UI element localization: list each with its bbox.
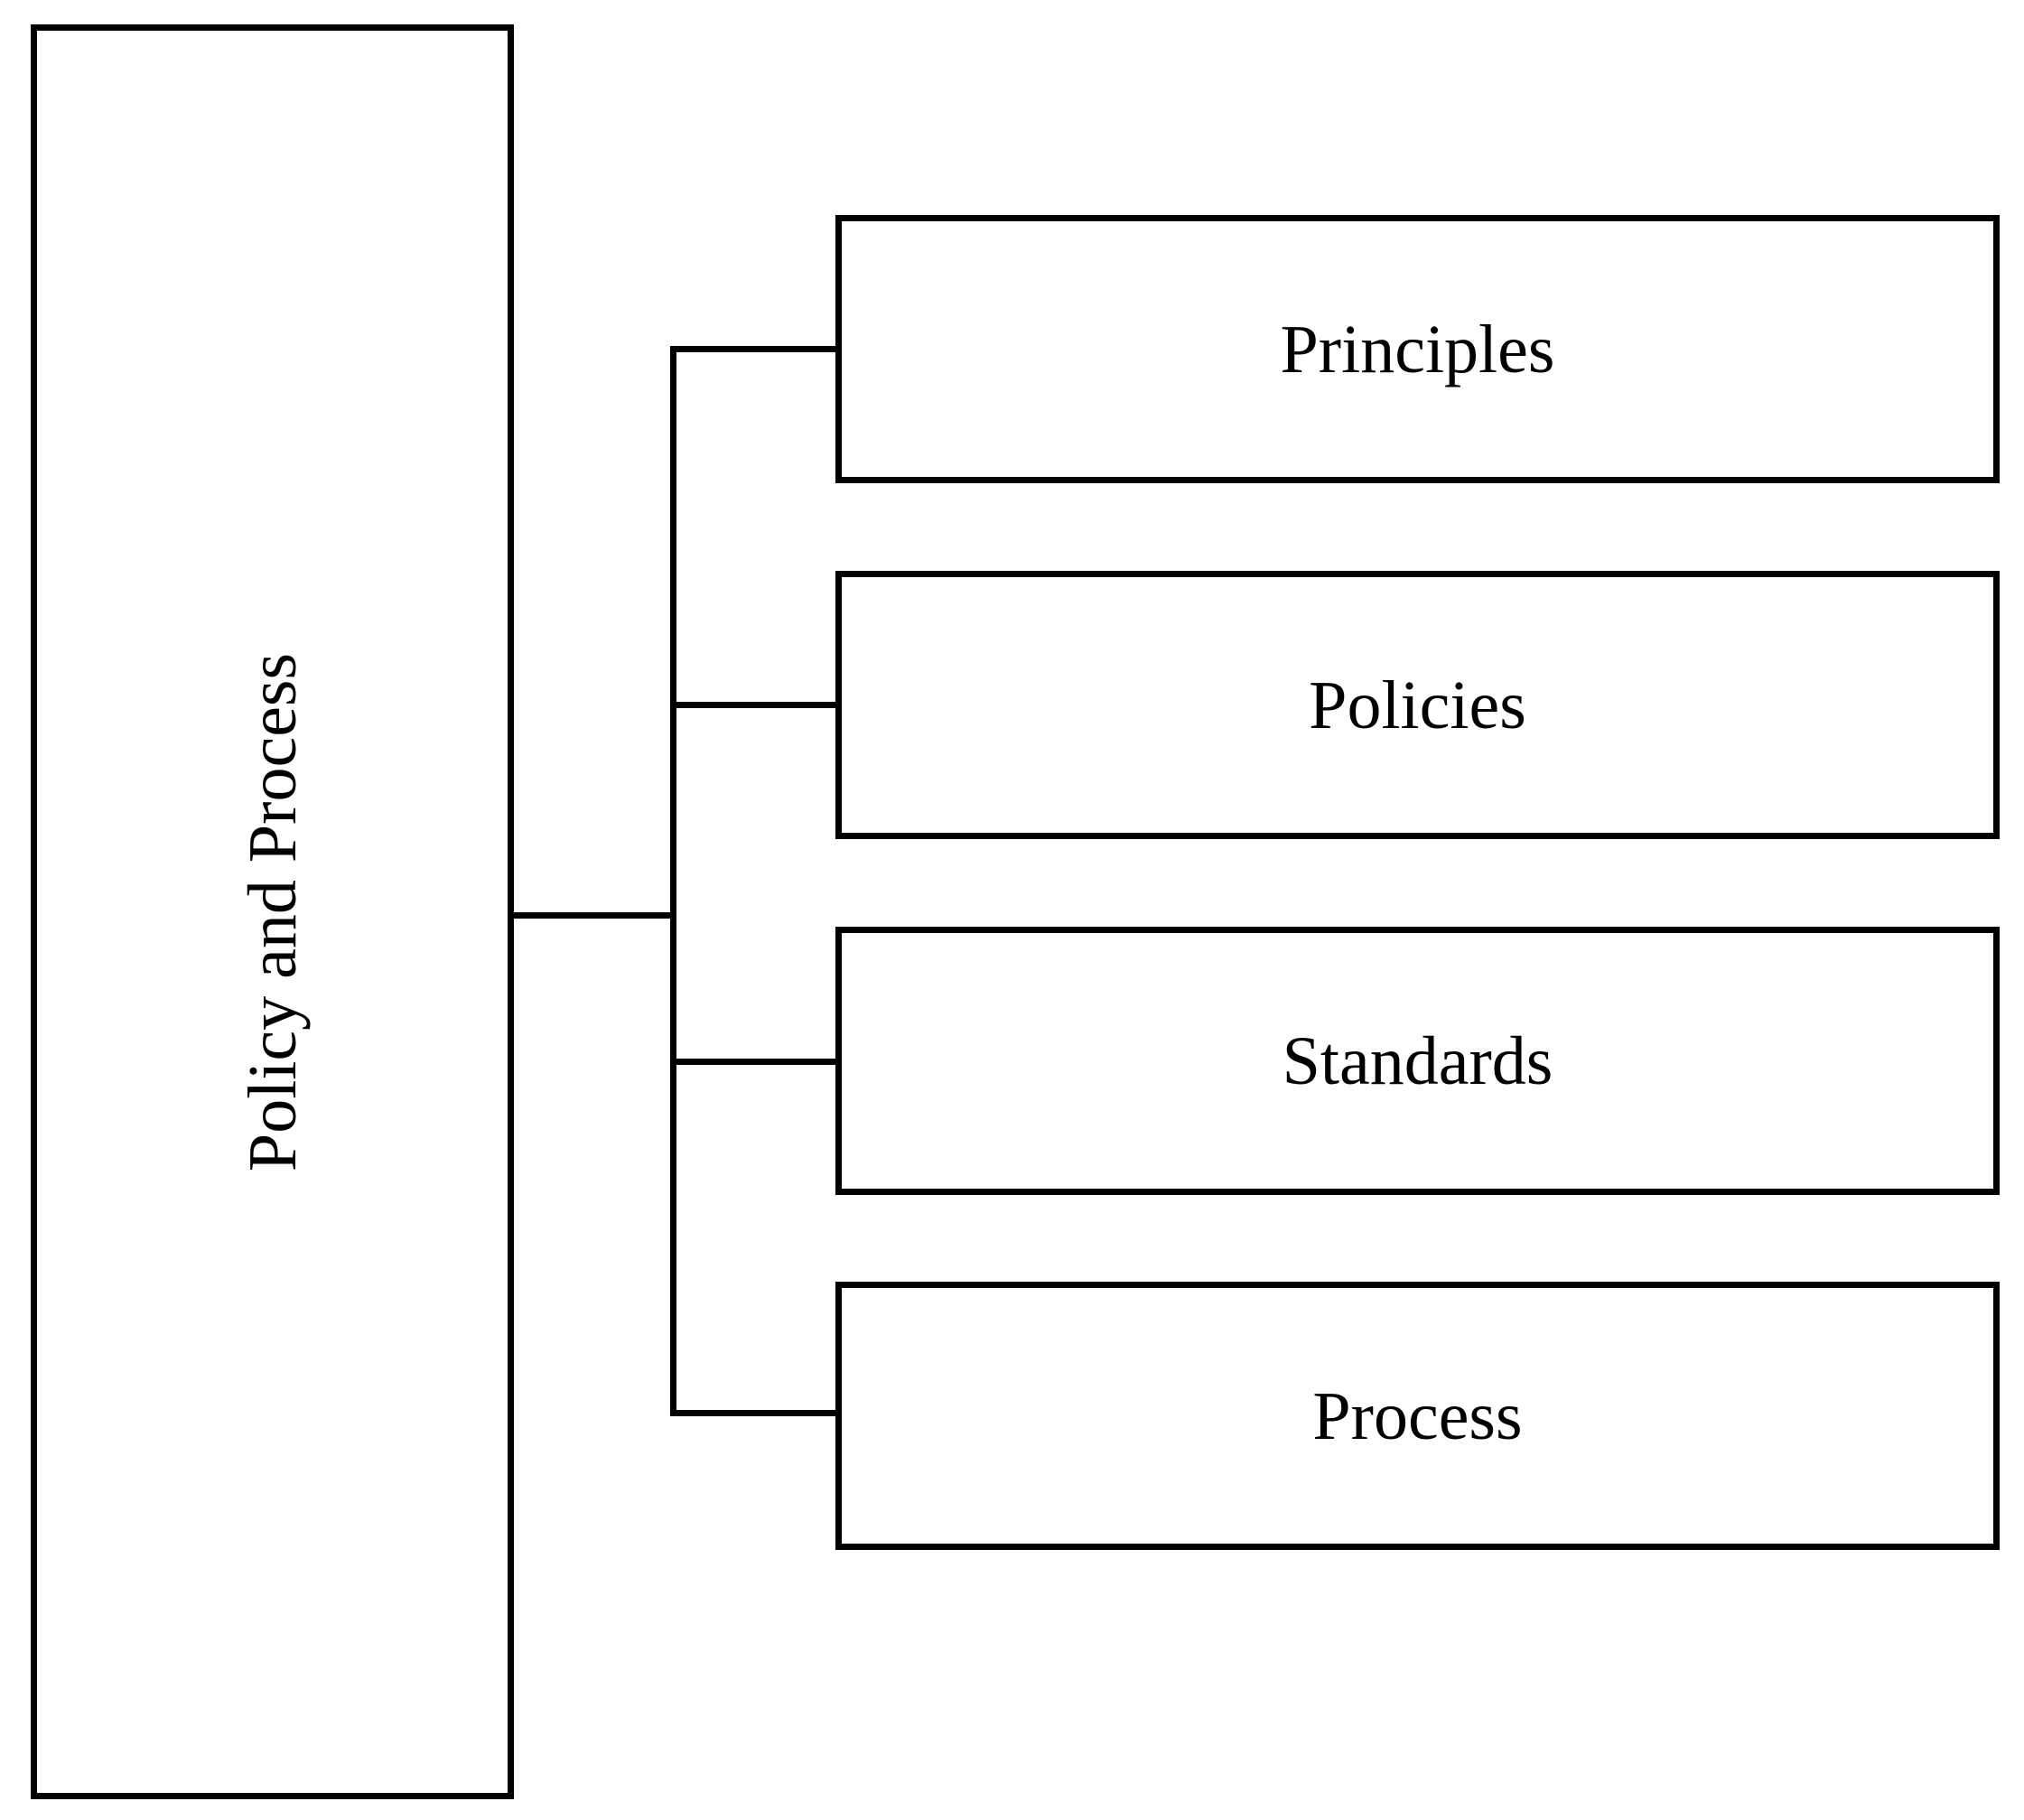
branch-connector-principles — [670, 346, 838, 352]
child-node-label: Principles — [1280, 311, 1555, 387]
child-node-standards: Standards — [835, 927, 2000, 1195]
branch-connector-process — [670, 1410, 838, 1416]
child-node-process: Process — [835, 1282, 2000, 1550]
root-connector — [511, 912, 676, 919]
root-node-label: Policy and Process — [234, 652, 311, 1171]
root-node-box: Policy and Process — [31, 24, 514, 1799]
child-node-principles: Principles — [835, 215, 2000, 483]
trunk-connector — [670, 346, 676, 1416]
child-node-label: Policies — [1309, 667, 1526, 743]
child-node-label: Process — [1312, 1377, 1523, 1454]
branch-connector-policies — [670, 702, 838, 708]
child-node-policies: Policies — [835, 571, 2000, 839]
child-node-label: Standards — [1282, 1022, 1553, 1099]
branch-connector-standards — [670, 1059, 838, 1065]
